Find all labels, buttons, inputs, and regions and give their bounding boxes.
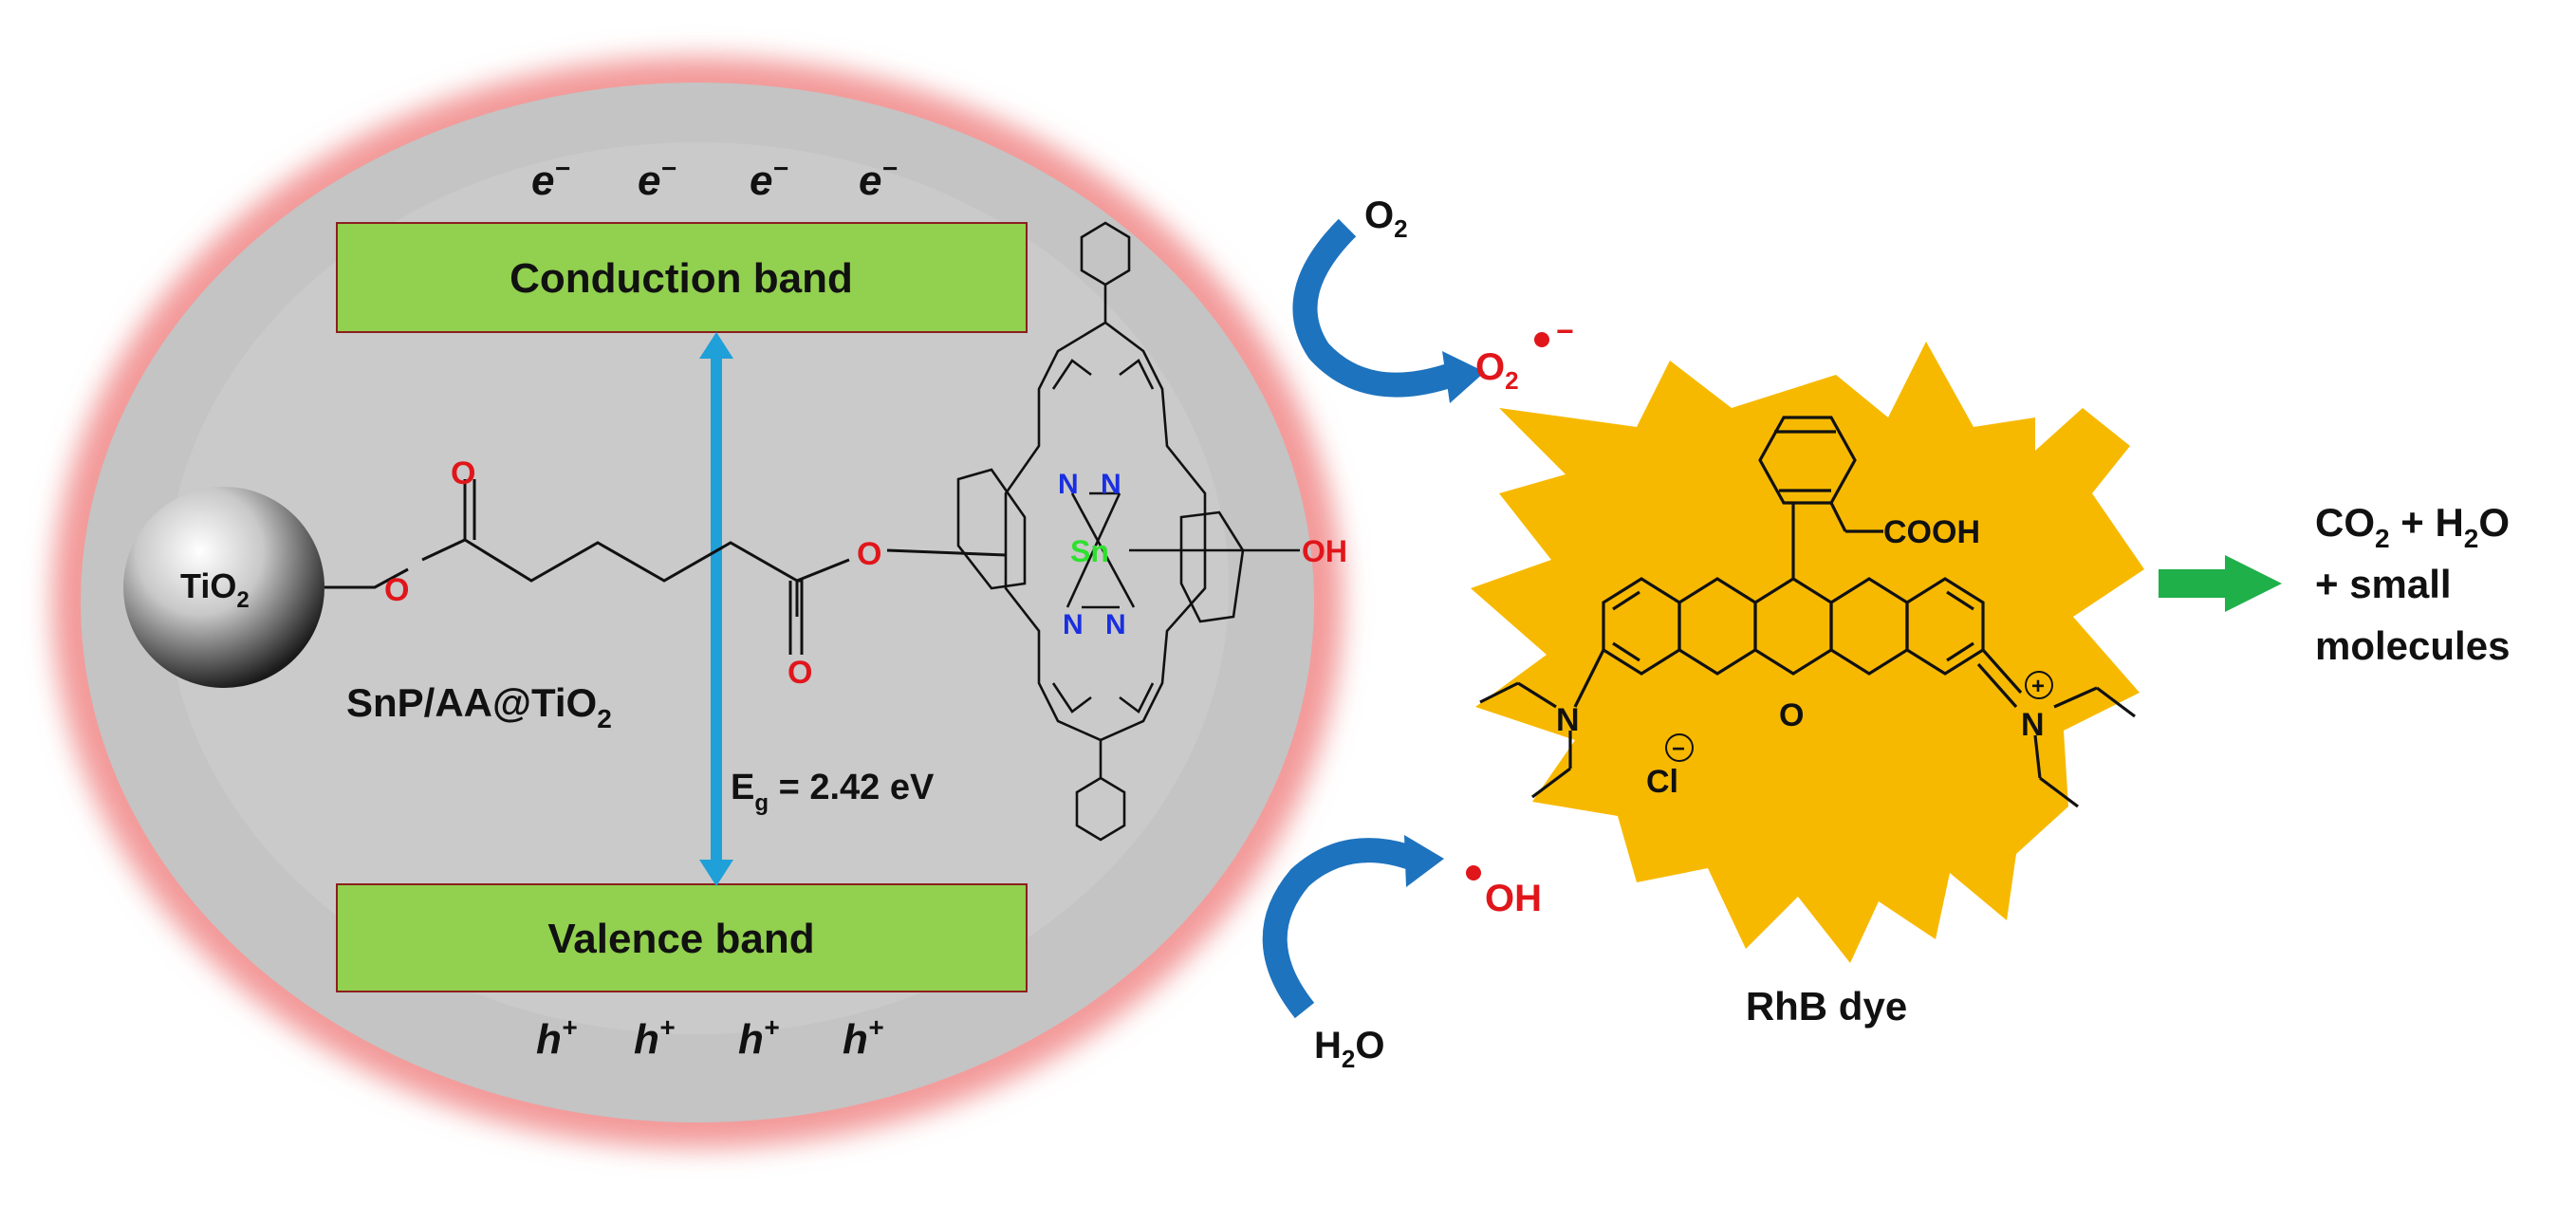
svg-text:e−: e−: [638, 154, 676, 204]
hydroxyl-curved-arrow: [1262, 835, 1444, 1019]
hole-2: h: [634, 1016, 659, 1063]
rhb-o-ring: O: [1779, 697, 1804, 733]
rhodamine-b-structure-icon: [1479, 416, 2136, 808]
svg-text:e−: e−: [750, 154, 788, 204]
porphyrin-n-2: N: [1101, 469, 1121, 500]
tio2-label: TiO2: [180, 566, 250, 613]
porphyrin-n-4: N: [1105, 609, 1126, 640]
svg-text:+: +: [2031, 674, 2045, 699]
rhb-cooh: COOH: [1883, 514, 1980, 550]
svg-text:−: −: [1672, 736, 1685, 762]
rhb-dye-label: RhB dye: [1746, 984, 1907, 1029]
rhb-cl: Cl: [1646, 764, 1678, 800]
bandgap-label: Eg = 2.42 eV: [731, 768, 935, 816]
bandgap-arrow: [699, 332, 733, 886]
hole-4: h: [843, 1016, 868, 1063]
superoxide-curved-arrow: [1292, 218, 1485, 403]
catalyst-particle-highlight: [166, 142, 1229, 1034]
electron-3: e: [750, 158, 772, 204]
hydroxyl-label: OH: [1485, 878, 1542, 919]
svg-text:molecules: molecules: [2315, 623, 2510, 668]
linker-o-ester: O: [384, 572, 409, 608]
valence-band-box: [336, 883, 1028, 992]
linker-o-bottom: O: [788, 655, 812, 691]
porphyrin-n-1: N: [1058, 469, 1079, 500]
product-arrow: [2159, 555, 2282, 612]
linker-o-top: O: [451, 455, 475, 491]
superoxide-charge: −: [1556, 314, 1574, 348]
products-label: CO2 + H2O + small molecules: [2315, 500, 2510, 668]
holes-row: h+ h+ h+ h+: [536, 1012, 883, 1063]
svg-text:h+: h+: [738, 1012, 779, 1063]
hydroxyl-radical-dot: [1466, 865, 1481, 881]
rhb-n-left: N: [1556, 702, 1580, 738]
svg-text:+ small: + small: [2315, 562, 2452, 606]
electrons-row: e− e− e− e−: [531, 154, 898, 204]
svg-text:h+: h+: [843, 1012, 883, 1063]
conduction-band-label: Conduction band: [510, 255, 853, 302]
o2-label: O2: [1364, 195, 1408, 243]
valence-band-label: Valence band: [547, 916, 814, 962]
svg-text:h+: h+: [634, 1012, 675, 1063]
svg-text:e−: e−: [859, 154, 898, 204]
superoxide-radical-dot: [1534, 332, 1549, 347]
svg-text:CO2 + H2O: CO2 + H2O: [2315, 500, 2510, 553]
starburst-icon: [1471, 342, 2144, 963]
rhb-plus-charge: +: [2025, 671, 2053, 699]
conduction-band-box: [336, 222, 1028, 333]
porphyrin-structure-icon: [956, 221, 1300, 842]
porphyrin-sn: Sn: [1070, 534, 1109, 568]
tio2-sphere-icon: [123, 487, 324, 688]
electron-4: e: [859, 158, 881, 204]
rhb-n-right: N: [2021, 707, 2045, 743]
electron-1: e: [531, 158, 554, 204]
svg-text:e−: e−: [531, 154, 570, 204]
catalyst-label: SnP/AA@TiO2: [346, 680, 612, 733]
hole-3: h: [738, 1016, 764, 1063]
linker-o-right: O: [857, 536, 881, 572]
hole-1: h: [536, 1016, 562, 1063]
water-label: H2O: [1314, 1025, 1384, 1073]
superoxide-label: O2: [1475, 346, 1519, 395]
electron-2: e: [638, 158, 660, 204]
porphyrin-oh: OH: [1302, 534, 1347, 568]
linker-chain: [324, 479, 1007, 655]
svg-text:h+: h+: [536, 1012, 577, 1063]
rhb-minus-charge: −: [1665, 733, 1694, 762]
porphyrin-n-3: N: [1063, 609, 1084, 640]
